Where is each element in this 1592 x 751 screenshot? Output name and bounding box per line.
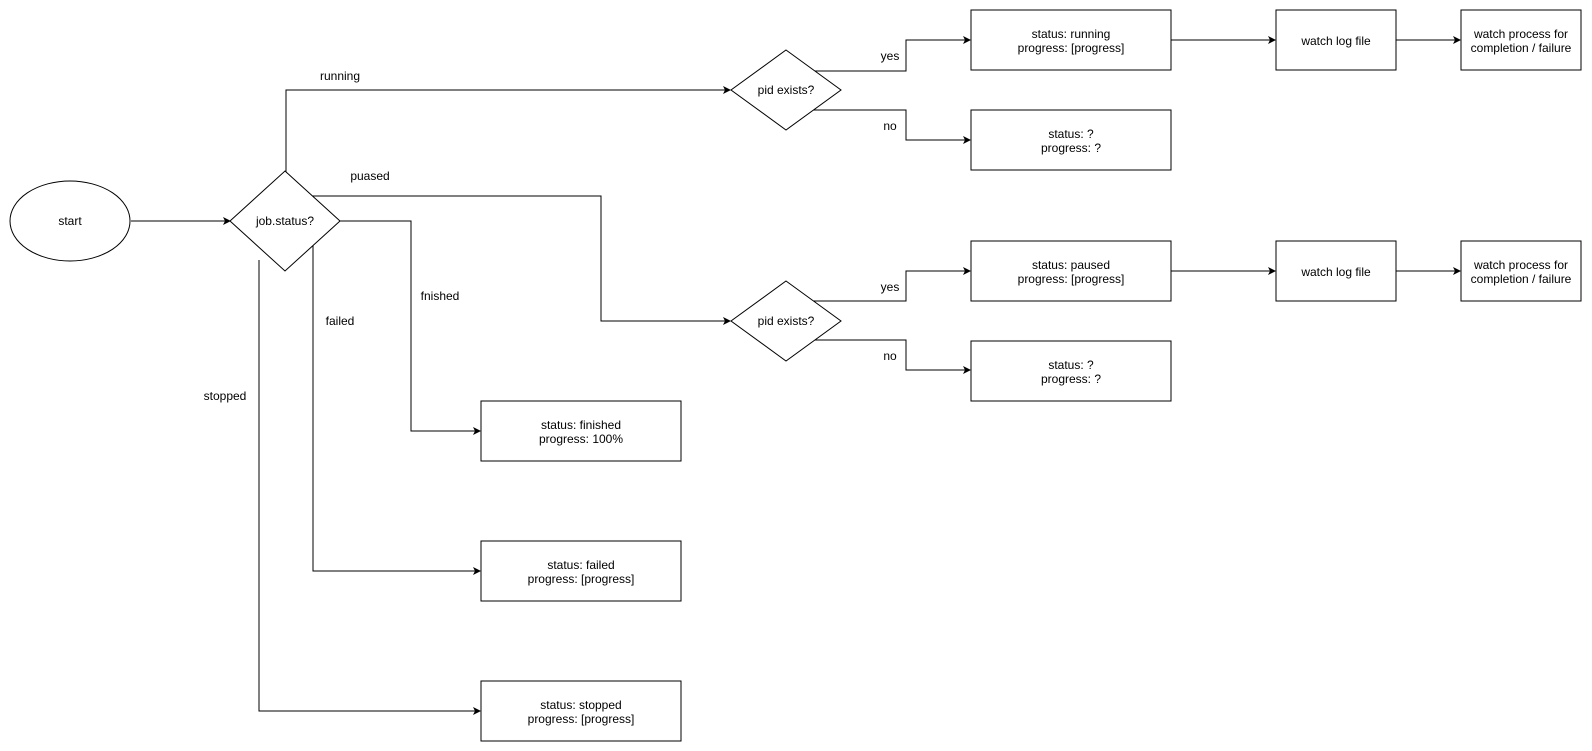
edge-running-no (813, 109, 971, 144)
paused-watch-process-box: watch process for completion / failure (1460, 240, 1582, 302)
edge-stopped (258, 260, 481, 715)
edge-label-running-no: no (883, 119, 897, 133)
svg-text:completion / failure: completion / failure (1471, 41, 1572, 55)
edge-label-running: running (320, 69, 360, 83)
failed-status-box: status: failed progress: [progress] (480, 540, 682, 602)
running-status-box: status: running progress: [progress] (970, 9, 1172, 71)
running-unknown-box: status: ? progress: ? (970, 109, 1172, 171)
svg-text:progress: 100%: progress: 100% (539, 432, 623, 446)
edge-running-yes (813, 36, 971, 72)
svg-text:status: ?: status: ? (1048, 358, 1094, 372)
running-watch-log-box: watch log file (1275, 9, 1397, 71)
pid-exists-paused-decision: pid exists? (730, 280, 842, 362)
svg-text:progress: [progress]: progress: [progress] (528, 712, 635, 726)
edge-label-failed: failed (326, 314, 355, 328)
edge-paused (312, 195, 731, 325)
job-status-label: job.status? (255, 214, 314, 228)
paused-watch-log-box: watch log file (1275, 240, 1397, 302)
svg-text:status: ?: status: ? (1048, 127, 1094, 141)
svg-text:status: failed: status: failed (547, 558, 614, 572)
svg-text:progress: ?: progress: ? (1041, 141, 1101, 155)
svg-text:progress: [progress]: progress: [progress] (1018, 41, 1125, 55)
edge-finished (340, 220, 481, 435)
stopped-status-box: status: stopped progress: [progress] (480, 680, 682, 742)
paused-unknown-box: status: ? progress: ? (970, 340, 1172, 402)
svg-text:completion / failure: completion / failure (1471, 272, 1572, 286)
edge-running (285, 86, 731, 172)
finished-status-box: status: finished progress: 100% (480, 400, 682, 462)
start-node: start (9, 180, 131, 262)
edge-label-paused: puased (350, 169, 389, 183)
svg-text:status: stopped: status: stopped (540, 698, 621, 712)
svg-text:watch process for: watch process for (1473, 258, 1568, 272)
edge-label-stopped: stopped (204, 389, 247, 403)
svg-text:status: paused: status: paused (1032, 258, 1110, 272)
edge-labels: running puased fnished failed stopped ye… (204, 49, 900, 403)
svg-text:watch log file: watch log file (1300, 265, 1371, 279)
svg-text:status: finished: status: finished (541, 418, 621, 432)
paused-status-box: status: paused progress: [progress] (970, 240, 1172, 302)
svg-text:progress: [progress]: progress: [progress] (528, 572, 635, 586)
edge-paused-yes (813, 267, 971, 302)
edge-label-paused-yes: yes (881, 280, 900, 294)
running-watch-process-box: watch process for completion / failure (1460, 9, 1582, 71)
svg-text:watch log file: watch log file (1300, 34, 1371, 48)
edge-failed (312, 245, 481, 575)
edge-label-running-yes: yes (881, 49, 900, 63)
edge-label-paused-no: no (883, 349, 897, 363)
svg-text:progress: ?: progress: ? (1041, 372, 1101, 386)
edge-paused-no (813, 339, 971, 374)
edges (131, 36, 1461, 715)
pid-exists-paused-label: pid exists? (758, 314, 815, 328)
svg-text:watch process for: watch process for (1473, 27, 1568, 41)
job-status-decision: job.status? (229, 170, 341, 272)
pid-exists-running-label: pid exists? (758, 83, 815, 97)
pid-exists-running-decision: pid exists? (730, 49, 842, 131)
svg-text:progress: [progress]: progress: [progress] (1018, 272, 1125, 286)
edge-label-finished: fnished (421, 289, 460, 303)
start-label: start (58, 214, 82, 228)
svg-text:status: running: status: running (1032, 27, 1111, 41)
